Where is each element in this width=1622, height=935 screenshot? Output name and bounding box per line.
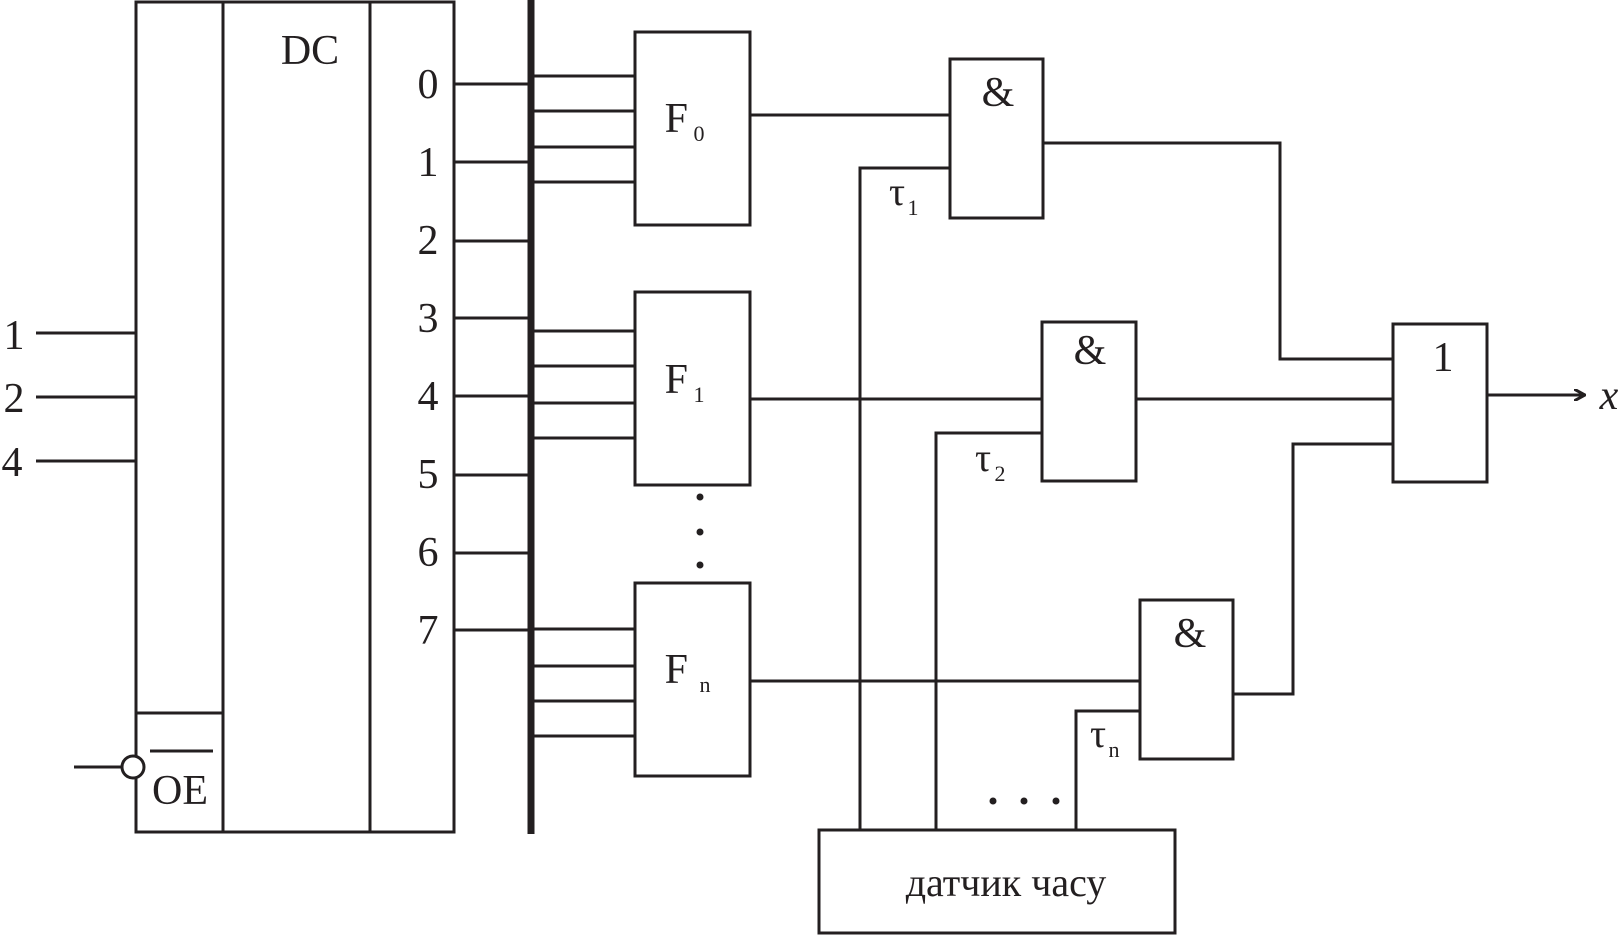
function-f0-base: F [665,96,688,142]
output-label-2: 2 [418,218,439,264]
function-fn-base: F [665,647,688,693]
vertical-ellipsis [696,493,704,569]
output-label-7: 7 [418,608,439,654]
tau-n-base: τ [1090,711,1106,756]
horizontal-ellipsis [989,797,1060,805]
and-to-or-lines [1043,141,1393,696]
tau-1-sub: 1 [908,195,919,220]
inversion-bubble [120,754,146,780]
function-block-f1: F 1 [633,290,752,487]
decoder-title: DC [281,28,339,74]
tau-labels: τ 1 τ 2 τ n [889,169,1120,762]
tau-2-base: τ [975,435,991,480]
clock-label: датчик часу [906,860,1107,905]
function-block-f0: F 0 [633,30,752,227]
and-gate-n-symbol: & [1174,611,1207,657]
input-label-4: 4 [2,440,23,486]
function-to-and-lines [750,113,1140,683]
decoder-dc: DC [134,0,456,834]
output-label-5: 5 [418,452,439,498]
clock-generator: датчик часу [817,828,1177,935]
decoder-output-lines [454,82,531,632]
and-gate-1: & [948,57,1045,220]
tau-n-sub: n [1109,737,1120,762]
and-gate-2: & [1040,320,1138,483]
or-gate-symbol: 1 [1433,335,1454,381]
input-label-2: 2 [4,376,25,422]
bus-to-function-lines [531,74,635,738]
tau-1-base: τ [889,169,905,214]
tau-2-sub: 2 [995,461,1006,486]
or-gate: 1 [1391,322,1489,484]
output-label-0: 0 [418,62,439,108]
function-f1-sub: 1 [694,382,705,407]
enable-label: OE [152,768,208,814]
output-label-4: 4 [418,374,439,420]
function-f1-base: F [665,357,688,403]
input-label-1: 1 [4,313,25,359]
function-block-fn: F n [633,581,752,778]
and-gate-2-symbol: & [1074,328,1107,374]
and-gate-n: & [1138,598,1235,761]
clock-signal-lines [858,166,1140,830]
function-fn-sub: n [700,672,711,697]
output-enable: OE [74,749,213,814]
output-label-1: 1 [418,140,439,186]
output-x: x [1487,373,1619,419]
output-label-3: 3 [418,296,439,342]
decoder-output-labels: 0 1 2 3 4 5 6 7 [418,62,439,654]
output-label-x: x [1599,373,1619,419]
address-inputs: 1 2 4 [2,313,136,486]
output-label-6: 6 [418,530,439,576]
and-gate-1-symbol: & [982,70,1015,116]
function-f0-sub: 0 [694,121,705,146]
